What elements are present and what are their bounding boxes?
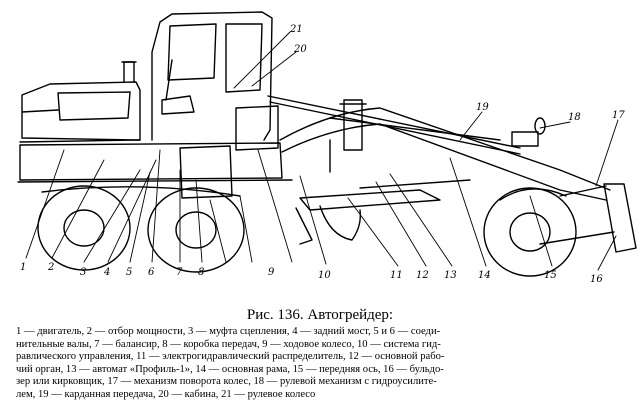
callout-3: 3 bbox=[80, 267, 86, 278]
legend-line: 1 — двигатель, 2 — отбор мощности, 3 — м… bbox=[16, 326, 441, 337]
callout-5: 5 bbox=[126, 267, 132, 278]
callout-2: 2 bbox=[47, 262, 54, 273]
callout-11: 11 bbox=[390, 270, 403, 281]
legend-line: лем, 19 — карданная передача, 20 — кабин… bbox=[16, 388, 316, 400]
callout-labels: 1 2 3 4 5 6 7 8 9 10 11 12 13 14 15 16 1… bbox=[20, 24, 625, 285]
legend-line: чий орган, 13 — автомат «Профиль-1», 14 … bbox=[16, 363, 444, 375]
lift-cylinders bbox=[329, 99, 367, 173]
front-wheel bbox=[483, 187, 577, 277]
cardan-shaft bbox=[267, 95, 521, 155]
callout-9: 9 bbox=[268, 267, 275, 278]
steering-mechanism bbox=[511, 117, 546, 147]
main-frame bbox=[17, 139, 293, 183]
leader-lines bbox=[25, 31, 619, 271]
legend-line: нительные валы, 7 — балансир, 8 — коробк… bbox=[16, 338, 441, 350]
callout-4: 4 bbox=[103, 267, 110, 278]
callout-10: 10 bbox=[318, 270, 331, 281]
callout-12: 12 bbox=[416, 270, 429, 281]
callout-21: 21 bbox=[289, 24, 303, 35]
rear-wheels bbox=[37, 185, 245, 273]
cabin bbox=[151, 11, 273, 141]
front-bulldozer bbox=[539, 183, 637, 253]
callout-17: 17 bbox=[612, 110, 625, 121]
legend-line: зер или кирковщик, 17 — механизм поворот… bbox=[16, 376, 437, 388]
gearbox-box bbox=[179, 145, 233, 199]
callout-19: 19 bbox=[476, 102, 489, 113]
callout-20: 20 bbox=[293, 44, 307, 55]
callout-8: 8 bbox=[198, 267, 204, 278]
callout-1: 1 bbox=[20, 262, 26, 273]
callout-13: 13 bbox=[444, 270, 457, 281]
frame-beam bbox=[279, 107, 611, 201]
callout-16: 16 bbox=[590, 274, 603, 285]
legend-line: равлического управления, 11 — электрогид… bbox=[16, 351, 445, 363]
figure-caption: Рис. 136. Автогрейдер: bbox=[246, 307, 394, 323]
callout-6: 6 bbox=[148, 267, 155, 278]
grader-diagram: 1 2 3 4 5 6 7 8 9 10 11 12 13 14 15 16 1… bbox=[17, 11, 637, 285]
callout-7: 7 bbox=[176, 267, 183, 278]
figure-legend: 1 — двигатель, 2 — отбор мощности, 3 — м… bbox=[16, 326, 626, 402]
callout-18: 18 bbox=[568, 112, 581, 123]
hydraulic-box bbox=[235, 105, 279, 151]
callout-15: 15 bbox=[544, 270, 557, 281]
callout-14: 14 bbox=[478, 270, 491, 281]
blade-assembly bbox=[295, 179, 471, 245]
engine-hood bbox=[21, 61, 141, 141]
